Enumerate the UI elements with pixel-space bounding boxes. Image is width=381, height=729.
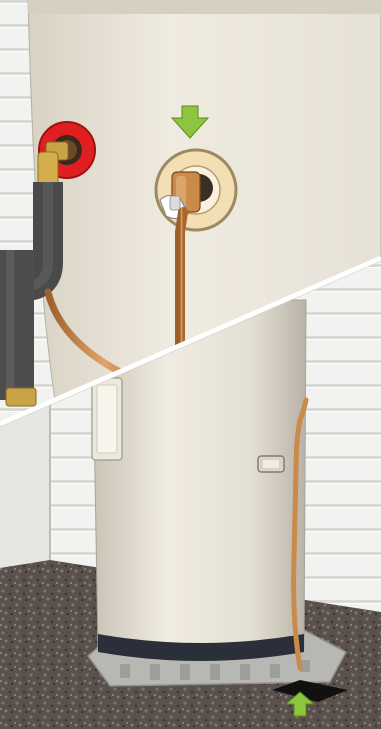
cold-supply-pipe xyxy=(180,212,183,352)
relief-pipe-vertical xyxy=(0,250,34,400)
relief-valve-fitting xyxy=(6,388,36,406)
